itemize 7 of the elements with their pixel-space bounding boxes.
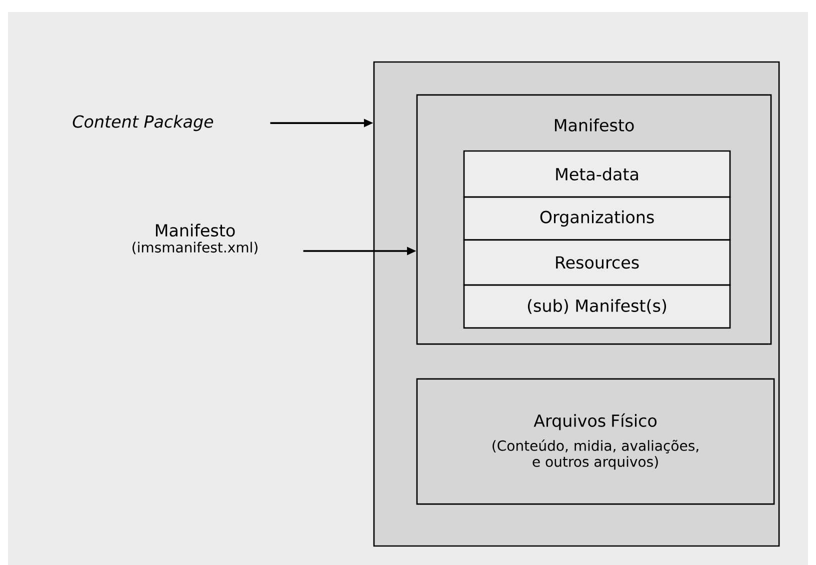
section-box: Organizations	[463, 196, 731, 241]
section-box: Meta-data	[463, 150, 731, 198]
content-package-label: Content Package	[72, 114, 214, 132]
manifest-file-label: Manifesto (imsmanifest.xml)	[132, 224, 258, 254]
section-box: Resources	[463, 239, 731, 286]
files-box: Arquivos Físico (Conteúdo, midia, avaliações, e outros arquivos)	[416, 378, 775, 505]
section-box: (sub) Manifest(s)	[463, 284, 731, 329]
